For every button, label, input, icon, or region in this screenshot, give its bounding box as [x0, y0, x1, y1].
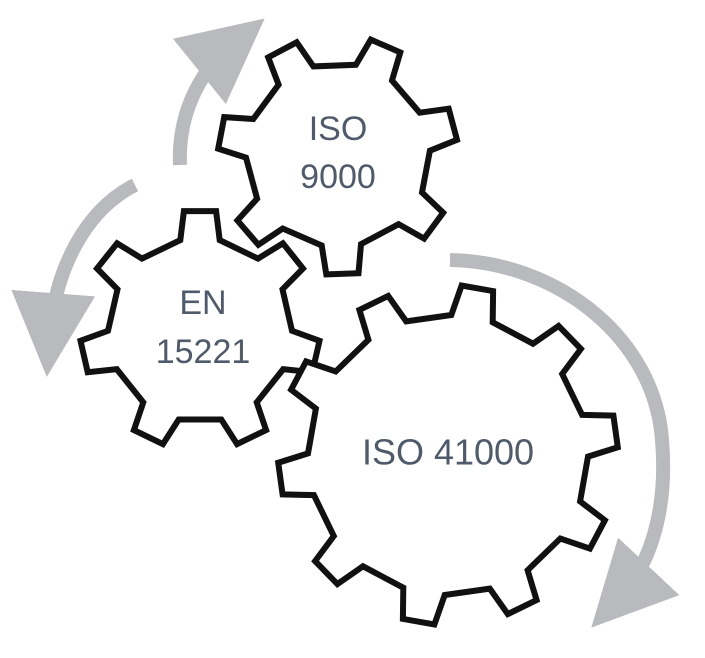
cycle-arrow-right-icon	[449, 253, 680, 628]
gear-en-15221	[76, 208, 324, 448]
gear-iso-9000-icon	[214, 35, 461, 278]
gear-en-15221-label-line2: 15221	[156, 333, 251, 371]
gear-iso-41000-icon	[274, 282, 622, 628]
gear-iso-9000	[214, 35, 461, 278]
gear-en-15221-label-line1: EN	[179, 284, 226, 322]
gear-iso-41000	[274, 282, 622, 628]
cycle-arrow-left-icon	[11, 178, 139, 377]
gear-iso-9000-label-line1: ISO	[309, 110, 368, 148]
gear-en-15221-icon	[76, 208, 324, 448]
gear-iso-41000-label: ISO 41000	[362, 432, 534, 473]
cycle-arrow-top-icon	[172, 18, 265, 166]
gear-iso-9000-label-line2: 9000	[300, 158, 376, 196]
